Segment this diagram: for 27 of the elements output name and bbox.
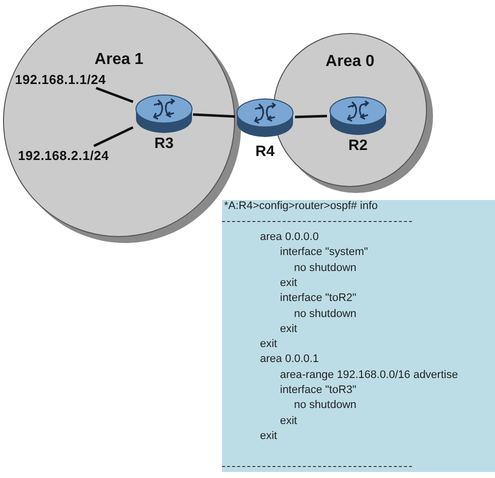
config-line: exit: [280, 322, 298, 336]
router-label: R3: [154, 135, 174, 153]
config-line: interface "toR2": [280, 292, 356, 306]
config-line: interface "toR3": [280, 384, 356, 397]
config-line: interface "system": [280, 246, 368, 260]
area-label: Area 0: [324, 52, 376, 72]
config-line: area 0.0.0.1: [260, 353, 319, 366]
config-line: area-range 192.168.0.0/16 advertise: [280, 368, 458, 382]
config-line: no shutdown: [294, 308, 356, 320]
area-label: Area 1: [94, 50, 144, 70]
link-line: [294, 114, 328, 118]
config-line: exit: [280, 276, 298, 290]
router-label: R2: [348, 137, 368, 155]
config-line: exit: [260, 430, 278, 443]
config-line: exit: [260, 338, 278, 352]
link-line: [192, 113, 236, 118]
config-panel: [222, 200, 495, 472]
config-line: exit: [280, 414, 298, 428]
link-line: [96, 86, 134, 103]
router-label: R4: [255, 143, 275, 161]
config-line: area 0.0.0.0: [260, 231, 319, 244]
link-line: [93, 126, 134, 148]
config-line: no shutdown: [294, 399, 356, 412]
ip-address-label: 192.168.1.1/24: [15, 71, 131, 89]
config-line: no shutdown: [294, 262, 356, 275]
config-line: *A:R4>config>router>ospf# info: [224, 200, 378, 213]
ip-address-label: 192.168.2.1/24: [18, 147, 134, 165]
